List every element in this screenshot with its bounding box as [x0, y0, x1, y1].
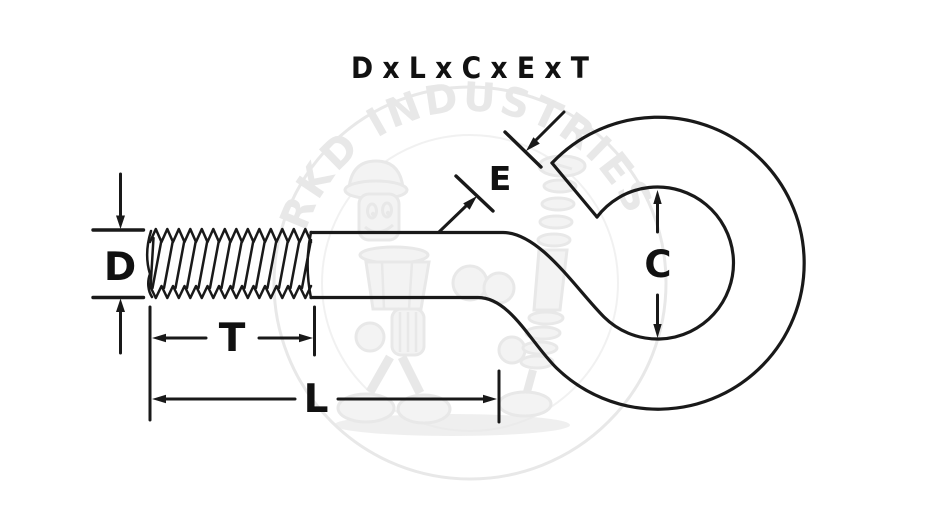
- arrowhead-up-right: [463, 196, 477, 210]
- arrowhead-right: [483, 394, 497, 404]
- arrowhead-down: [116, 215, 125, 229]
- thread-runout-edge: [306, 230, 313, 300]
- shank-top-and-eye-inner-outline: [309, 185, 736, 341]
- shank-bottom-and-eye-outer-outline: [309, 115, 806, 411]
- watermark-arc-text: RKD INDUSTRIES: [271, 74, 662, 236]
- arrowhead-right: [299, 333, 313, 343]
- dim-shank-diameter: D: [91, 172, 146, 355]
- dim-overall-length: L: [152, 377, 497, 422]
- arrowhead-left: [152, 333, 166, 343]
- watermark-logo: RKD INDUSTRIES: [271, 74, 668, 481]
- arrowhead-up: [116, 298, 125, 312]
- eye-opening-tick-upper: [503, 130, 543, 169]
- arrowhead-down-left: [526, 137, 540, 151]
- label-T: T: [219, 316, 246, 361]
- thread-flank-lines: [149, 236, 313, 290]
- eye-bolt-drawing: [145, 115, 806, 411]
- label-E: E: [489, 159, 512, 198]
- thread-bottom-edge: [148, 284, 313, 300]
- label-D: D: [104, 245, 136, 290]
- watermark-giant-screw: [519, 154, 587, 394]
- label-L: L: [304, 377, 329, 422]
- thread-start-edge: [145, 229, 154, 299]
- watermark-outer-ring: [272, 85, 668, 481]
- arrowhead-down: [653, 324, 662, 338]
- thread-section: [145, 227, 313, 300]
- watermark-ground-shadow: [334, 414, 570, 436]
- label-C: C: [644, 243, 671, 286]
- arrowhead-up: [653, 190, 662, 204]
- dimension-annotations: D T L C: [91, 110, 672, 424]
- watermark-mascot: [336, 154, 587, 425]
- eye-opening-tick-lower: [454, 174, 495, 213]
- dim-eye-opening: E: [437, 110, 566, 234]
- dim-thread-length: T: [152, 316, 313, 361]
- eye-tip-face: [550, 161, 599, 219]
- arrowhead-left: [152, 394, 166, 404]
- dim-eye-inner-diameter: C: [644, 190, 672, 338]
- page-title: D x L x C x E x T: [351, 51, 589, 85]
